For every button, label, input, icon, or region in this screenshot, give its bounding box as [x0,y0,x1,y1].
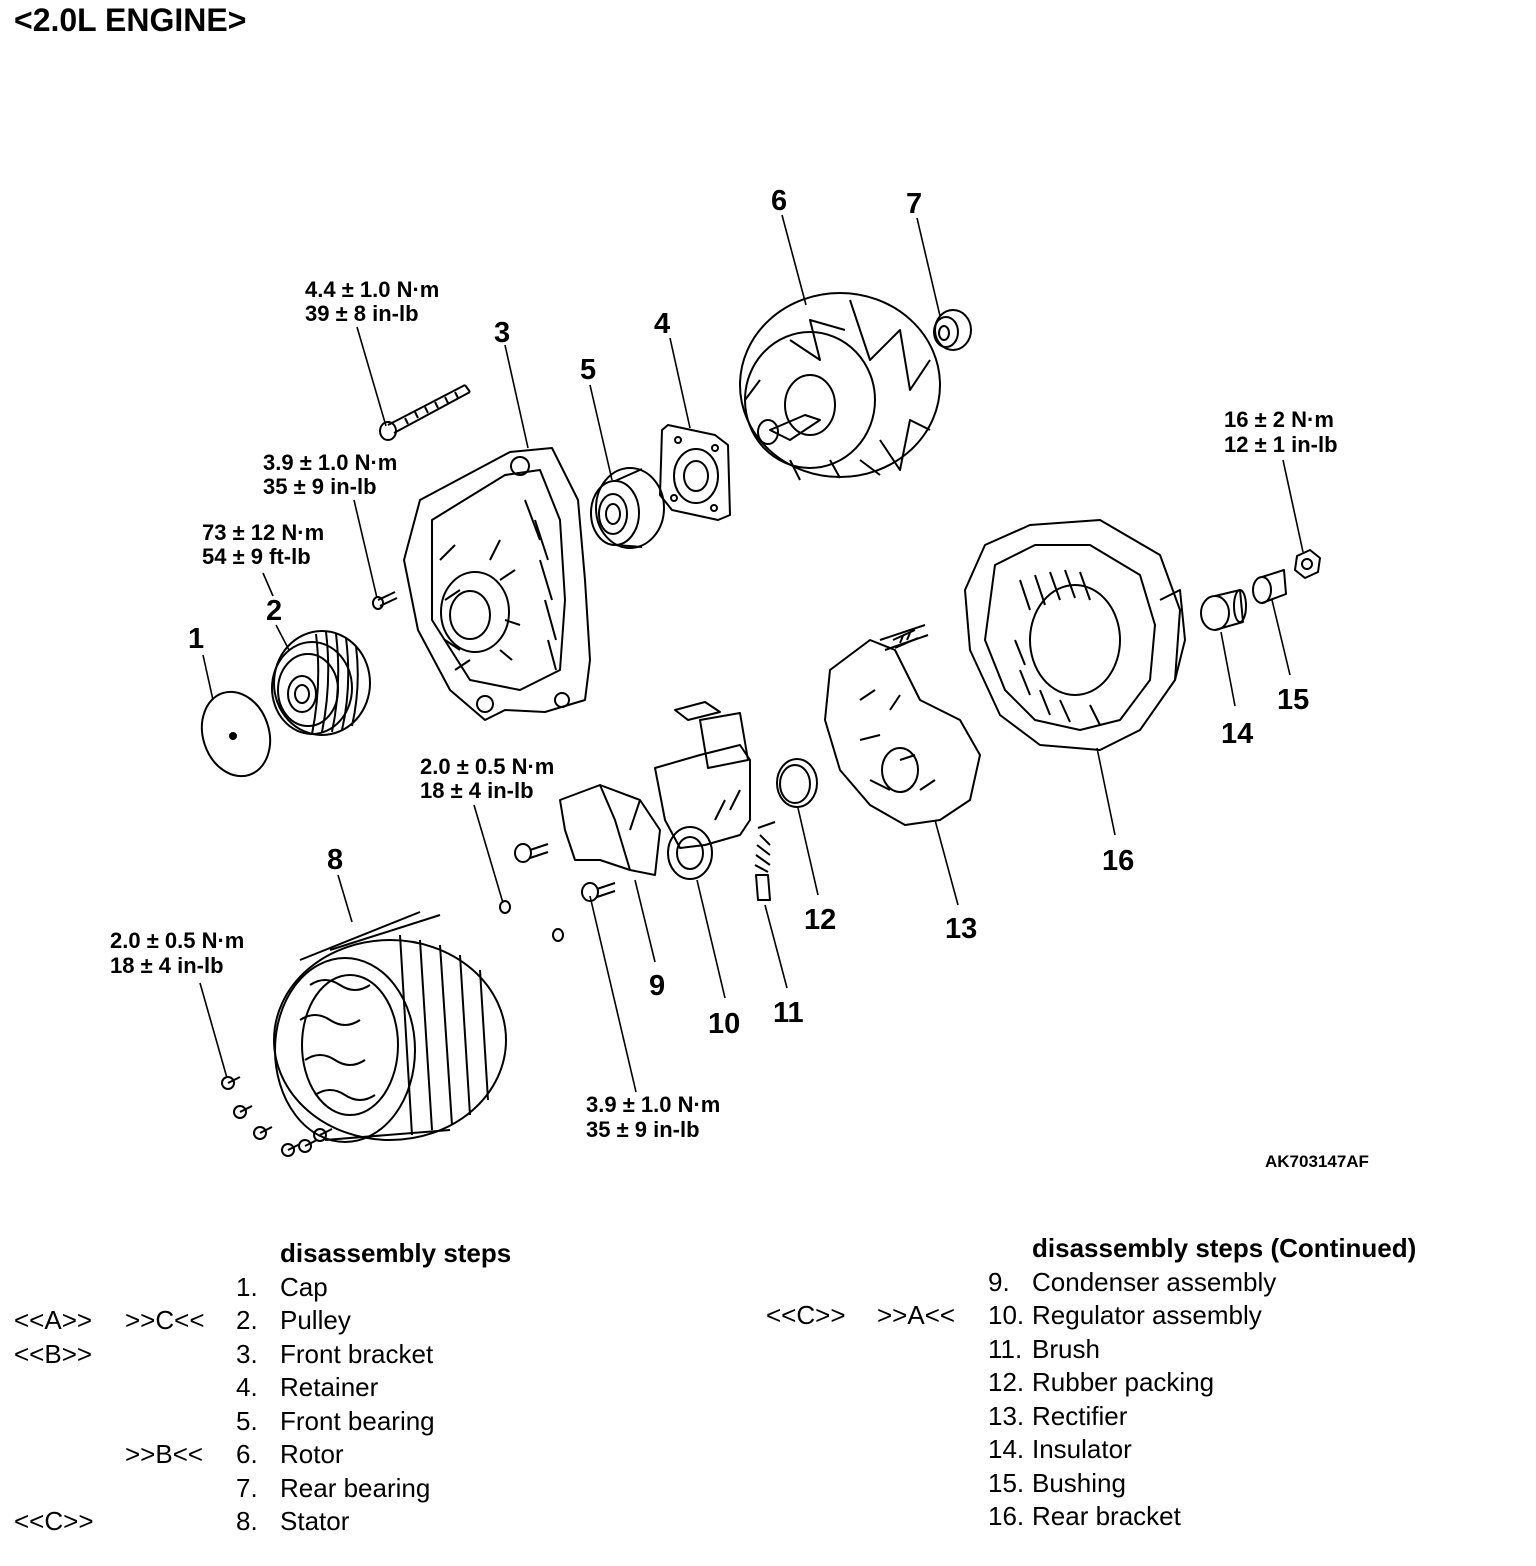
pulley-part [271,630,371,736]
callout-15: 15 [1277,684,1309,716]
step-row: 11.Brush [988,1333,1100,1364]
insulator-part [1200,589,1247,631]
step-row: >>B<< 6.Rotor [125,1439,344,1469]
step-row: 15.Bushing [988,1467,1126,1498]
svg-text:3.9 ± 1.0 N·m: 3.9 ± 1.0 N·m [586,1092,720,1117]
callout-7: 7 [906,188,922,220]
callout-5: 5 [580,354,596,386]
step-row: 9.Condenser assembly [988,1266,1277,1297]
torque-spec-front-bracket: 3.9 ± 1.0 N·m 35 ± 9 in-lb [263,450,397,499]
svg-text:4.4 ± 1.0 N·m: 4.4 ± 1.0 N·m [305,277,439,302]
svg-text:12 ± 1 in-lb: 12 ± 1 in-lb [1224,432,1338,457]
exploded-view-diagram: 1 2 3 4 5 6 7 8 9 10 11 12 13 14 15 16 4… [110,185,1369,1171]
callout-14: 14 [1221,718,1253,750]
svg-text:3.9 ± 1.0 N·m: 3.9 ± 1.0 N·m [263,450,397,475]
svg-text:18 ± 4 in-lb: 18 ± 4 in-lb [420,778,534,803]
torque-spec-pulley: 73 ± 12 N·m 54 ± 9 ft-lb [202,520,324,569]
callout-2: 2 [266,595,282,627]
svg-text:2.0 ± 0.5 N·m: 2.0 ± 0.5 N·m [110,928,244,953]
callout-11: 11 [773,997,804,1029]
step-row: 1.Cap [236,1271,328,1302]
condenser-screws [499,843,616,942]
cap-part [200,690,272,778]
svg-text:35 ± 9 in-lb: 35 ± 9 in-lb [586,1117,700,1142]
torque-spec-condenser: 3.9 ± 1.0 N·m 35 ± 9 in-lb [586,1092,720,1142]
disassembly-steps-right: disassembly steps (Continued) 9.Condense… [766,1232,1526,1534]
svg-text:54 ± 9 ft-lb: 54 ± 9 ft-lb [202,544,311,569]
callout-4: 4 [654,308,670,340]
svg-text:16 ± 2 N·m: 16 ± 2 N·m [1224,407,1334,432]
callout-3: 3 [494,317,510,349]
condenser-assembly-part [559,784,661,876]
step-row: <<A>>>>C<< 2.Pulley [14,1305,351,1335]
front-bracket-part [403,447,591,721]
torque-spec-stator: 2.0 ± 0.5 N·m 18 ± 4 in-lb [110,928,244,978]
callout-16: 16 [1102,845,1134,877]
front-bearing-part [590,467,665,549]
terminal-nut [1294,549,1321,579]
svg-text:73 ± 12 N·m: 73 ± 12 N·m [202,520,324,545]
step-row: 16.Rear bracket [988,1501,1181,1531]
callout-8: 8 [327,844,343,876]
callout-9: 9 [649,970,665,1002]
disassembly-steps-left: disassembly steps 1.Cap <<A>>>>C<< 2.Pul… [14,1237,734,1539]
through-bolt [379,384,471,441]
svg-text:18 ± 4 in-lb: 18 ± 4 in-lb [110,953,224,978]
steps-heading-continued: disassembly steps (Continued) [1032,1233,1417,1263]
step-row: 14.Insulator [988,1434,1132,1464]
front-bracket-screw [372,591,398,610]
callout-1: 1 [188,623,204,655]
step-row: <<C>>>>A<< 10.Regulator assembly [766,1300,1262,1330]
step-row: 4.Retainer [236,1372,379,1402]
rear-bracket-part [964,519,1186,751]
leader-lines [199,214,1304,1093]
stator-part [273,911,507,1143]
step-row: 12.Rubber packing [988,1367,1215,1397]
callout-6: 6 [771,185,787,217]
step-row: 5.Front bearing [236,1405,435,1436]
stator-screws [221,1076,333,1157]
torque-spec-long-bolt: 4.4 ± 1.0 N·m 39 ± 8 in-lb [305,277,439,326]
svg-text:2.0 ± 0.5 N·m: 2.0 ± 0.5 N·m [420,754,554,779]
regulator-assembly-part [654,701,751,880]
torque-spec-terminal-nut: 16 ± 2 N·m 12 ± 1 in-lb [1224,407,1338,457]
brush-part [754,821,776,901]
rear-bearing-part [933,309,972,351]
rectifier-part [824,624,981,826]
rotor-part [739,292,941,481]
rectifier-stud [892,629,919,649]
step-row: <<C>> 8.Stator [14,1506,350,1536]
svg-text:35 ± 9 in-lb: 35 ± 9 in-lb [263,474,377,499]
callout-10: 10 [708,1008,740,1040]
steps-heading: disassembly steps [280,1238,512,1268]
step-row: <<B>> 3.Front bracket [14,1338,434,1369]
step-row: 13.Rectifier [988,1400,1128,1431]
figure-code: AK703147AF [1265,1152,1369,1171]
svg-text:39 ± 8 in-lb: 39 ± 8 in-lb [305,301,419,326]
bushing-part [1252,569,1287,604]
rubber-packing-part [776,758,818,808]
step-row: 7.Rear bearing [236,1472,431,1503]
retainer-part [659,424,731,521]
callout-13: 13 [945,913,977,945]
torque-spec-regulator: 2.0 ± 0.5 N·m 18 ± 4 in-lb [420,754,554,803]
page-title: <2.0L ENGINE> [14,2,247,38]
callout-12: 12 [804,904,836,936]
